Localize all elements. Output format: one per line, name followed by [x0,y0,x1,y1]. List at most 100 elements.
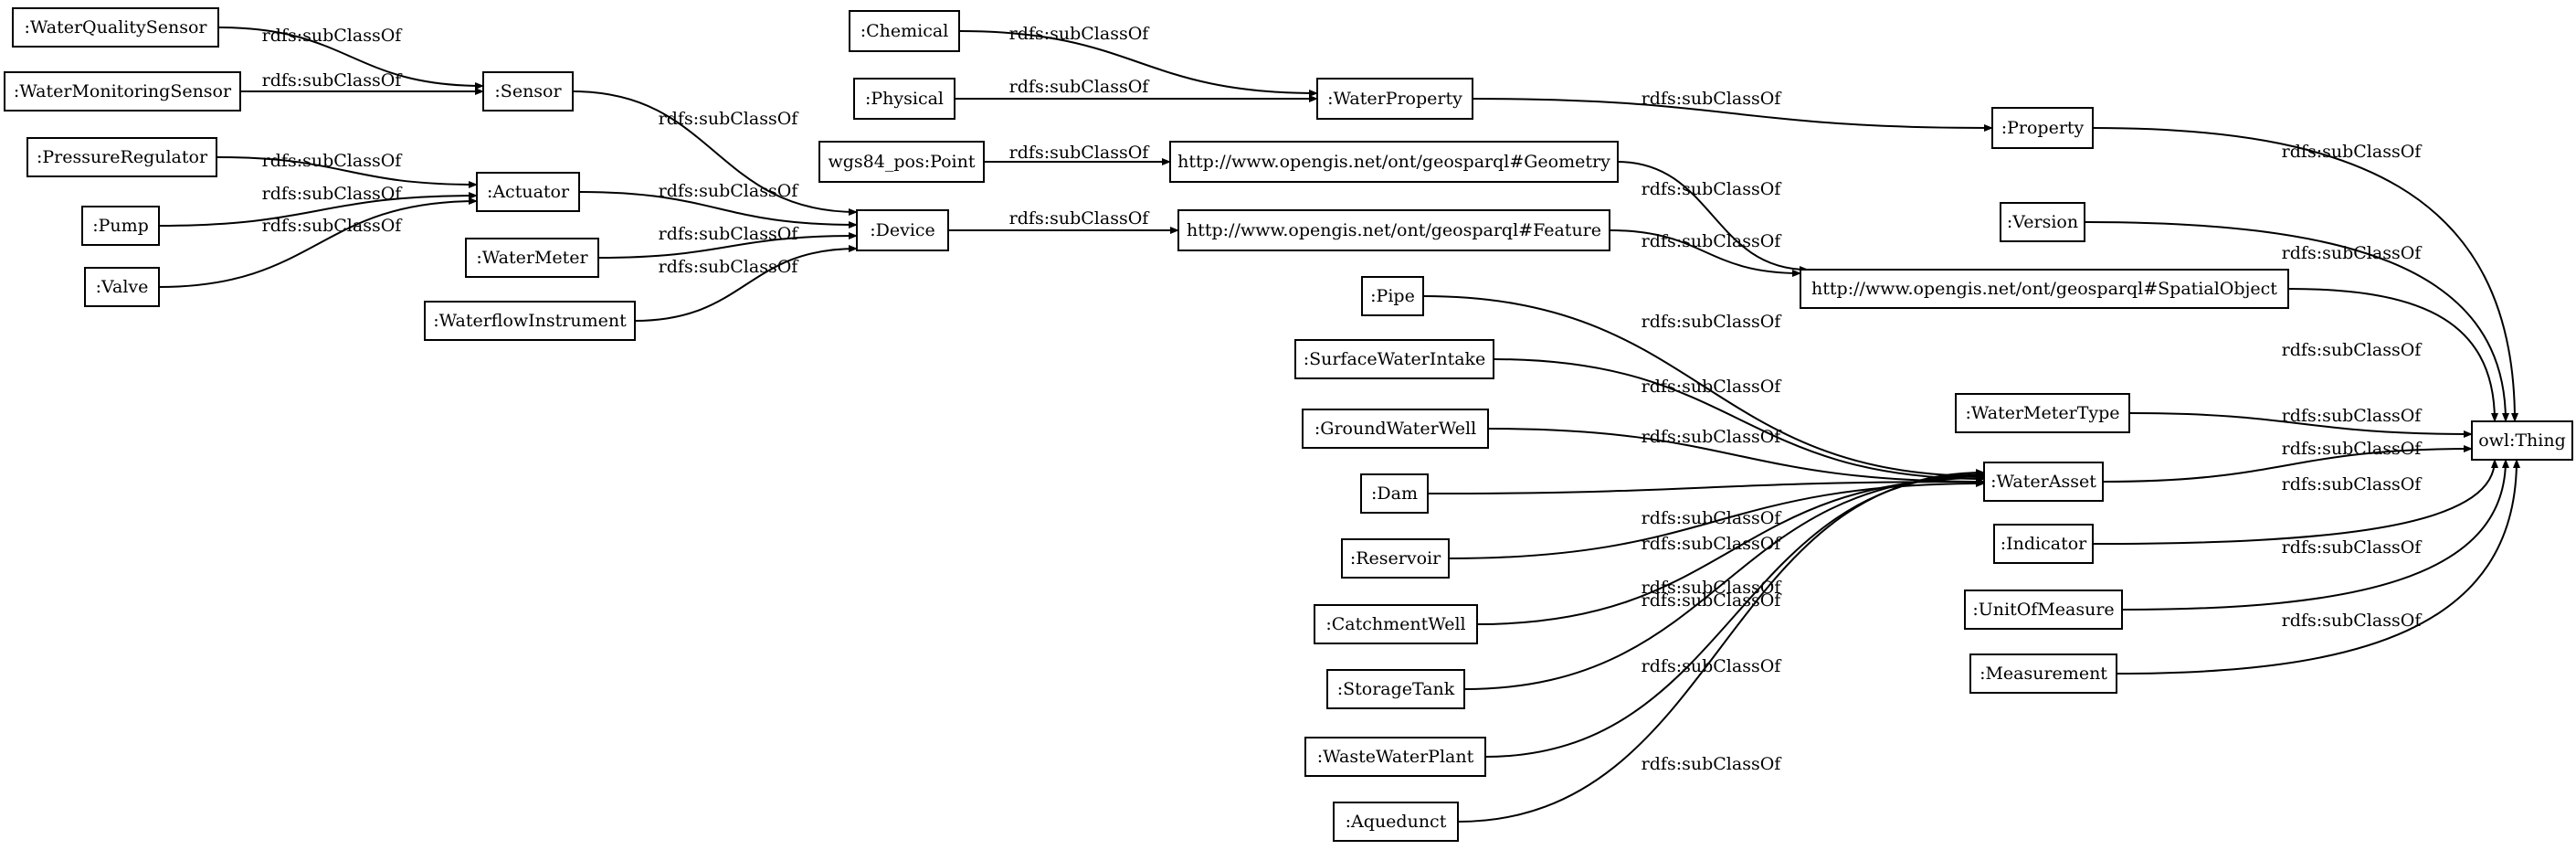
edge-label: rdfs:subClassOf [659,224,800,244]
node-label: :WaterProperty [1327,89,1462,109]
node-label: :Sensor [494,81,562,101]
node-box [465,238,599,278]
class-node-sensor[interactable]: :Sensor [482,71,574,112]
edge-label: rdfs:subClassOf [262,151,404,171]
class-node-device[interactable]: :Device [856,209,949,251]
class-node-chemical[interactable]: :Chemical [849,10,960,52]
class-node-surface-water-intake[interactable]: :SurfaceWaterIntake [1294,339,1494,379]
node-box [1302,409,1489,449]
node-box [424,301,636,341]
class-node-point[interactable]: wgs84_pos:Point [818,141,985,183]
node-box [1800,269,2289,309]
node-label: :Actuator [487,182,570,202]
edge-ground-water-well-to-water-asset [1487,428,1985,485]
edge-label: rdfs:subClassOf [1642,377,1783,397]
edge-label: rdfs:subClassOf [2282,537,2423,558]
class-node-property[interactable]: :Property [1991,107,2094,149]
node-box [1360,473,1429,514]
class-node-spatial-object[interactable]: http://www.opengis.net/ont/geosparql#Spa… [1800,269,2289,309]
class-node-thing[interactable]: owl:Thing [2471,420,2573,461]
edge-label: rdfs:subClassOf [1642,427,1783,447]
class-node-version[interactable]: :Version [2000,202,2085,242]
node-box [482,71,574,112]
node-box [84,267,160,307]
edge-surface-water-intake-to-water-asset [1493,358,1985,483]
node-box [1964,590,2123,630]
edge-water-meter-to-device [597,232,858,259]
node-box [1969,653,2117,694]
class-node-water-property[interactable]: :WaterProperty [1316,78,1473,120]
class-node-water-monitoring-sensor[interactable]: :WaterMonitoringSensor [4,71,241,112]
node-label: :Aquedunct [1346,812,1447,832]
class-node-pump[interactable]: :Pump [81,206,160,246]
edge-pipe-to-water-asset [1422,295,1985,480]
edge-water-property-to-property [1472,98,1993,132]
class-node-aquedunct[interactable]: :Aquedunct [1333,802,1459,842]
class-node-reservoir[interactable]: :Reservoir [1341,538,1450,579]
class-node-water-meter[interactable]: :WaterMeter [465,238,599,278]
class-node-indicator[interactable]: :Indicator [1993,524,2094,564]
node-box [2471,420,2573,461]
class-node-waste-water-plant[interactable]: :WasteWaterPlant [1304,737,1486,777]
class-node-dam[interactable]: :Dam [1360,473,1429,514]
node-box [81,206,160,246]
edge-label: rdfs:subClassOf [262,26,404,46]
node-box [818,141,985,183]
node-box [856,209,949,251]
class-node-ground-water-well[interactable]: :GroundWaterWell [1302,409,1489,449]
edge-label: rdfs:subClassOf [1642,578,1783,598]
class-node-pipe[interactable]: :Pipe [1361,276,1424,316]
class-node-water-quality-sensor[interactable]: :WaterQualitySensor [12,7,219,48]
class-node-actuator[interactable]: :Actuator [476,172,580,212]
edge-label: rdfs:subClassOf [1642,534,1783,554]
edge-label: rdfs:subClassOf [1642,179,1783,199]
class-node-valve[interactable]: :Valve [84,267,160,307]
edge-unit-of-measure-to-thing [2121,459,2509,611]
node-label: :Indicator [2001,534,2087,554]
class-node-unit-of-measure[interactable]: :UnitOfMeasure [1964,590,2123,630]
node-label: :WaterMeter [476,248,588,268]
edge-aquedunct-to-water-asset [1457,469,1985,823]
node-label: http://www.opengis.net/ont/geosparql#Fea… [1187,220,1601,240]
class-node-storage-tank[interactable]: :StorageTank [1326,669,1465,709]
node-box [1955,393,2130,433]
node-label: :WaterMeterType [1965,403,2119,423]
edge-label: rdfs:subClassOf [2282,611,2423,631]
node-box [1316,78,1473,120]
class-node-pressure-regulator[interactable]: :PressureRegulator [26,137,217,177]
class-node-geometry[interactable]: http://www.opengis.net/ont/geosparql#Geo… [1169,141,1619,183]
node-box [4,71,241,112]
node-label: :Pump [92,216,149,236]
class-node-measurement[interactable]: :Measurement [1969,653,2117,694]
edge-label: rdfs:subClassOf [262,70,404,90]
edge-label: rdfs:subClassOf [659,181,800,201]
node-label: :Chemical [860,21,949,41]
edge-water-asset-to-thing [2102,445,2473,483]
edge-property-to-thing [2092,127,2518,422]
edge-geometry-to-spatial-object [1617,161,1809,273]
class-node-water-meter-type[interactable]: :WaterMeterType [1955,393,2130,433]
node-label: :StorageTank [1337,679,1455,699]
class-node-water-asset[interactable]: :WaterAsset [1983,462,2104,502]
node-box [1983,462,2104,502]
class-node-physical[interactable]: :Physical [853,78,955,120]
edge-label: rdfs:subClassOf [2282,243,2423,263]
node-box [853,78,955,120]
edge-pump-to-actuator [158,192,478,227]
class-node-catchment-well[interactable]: :CatchmentWell [1314,604,1478,644]
nodes-layer: :WaterQualitySensor :WaterMonitoringSenso… [4,7,2573,842]
class-node-feature[interactable]: http://www.opengis.net/ont/geosparql#Fea… [1177,209,1610,251]
node-box [1341,538,1450,579]
edge-label: rdfs:subClassOf [262,216,404,236]
node-box [1326,669,1465,709]
class-node-waterflow-instrument[interactable]: :WaterflowInstrument [424,301,636,341]
node-label: :Reservoir [1350,548,1441,568]
edge-label: rdfs:subClassOf [1642,508,1783,528]
edge-catchment-well-to-water-asset [1476,474,1985,625]
node-box [1333,802,1459,842]
edge-label: rdfs:subClassOf [1009,24,1151,44]
node-box [1361,276,1424,316]
edge-measurement-to-thing [2116,459,2520,675]
edge-water-meter-type-to-thing [2128,412,2473,438]
edge-pressure-regulator-to-actuator [216,156,478,188]
